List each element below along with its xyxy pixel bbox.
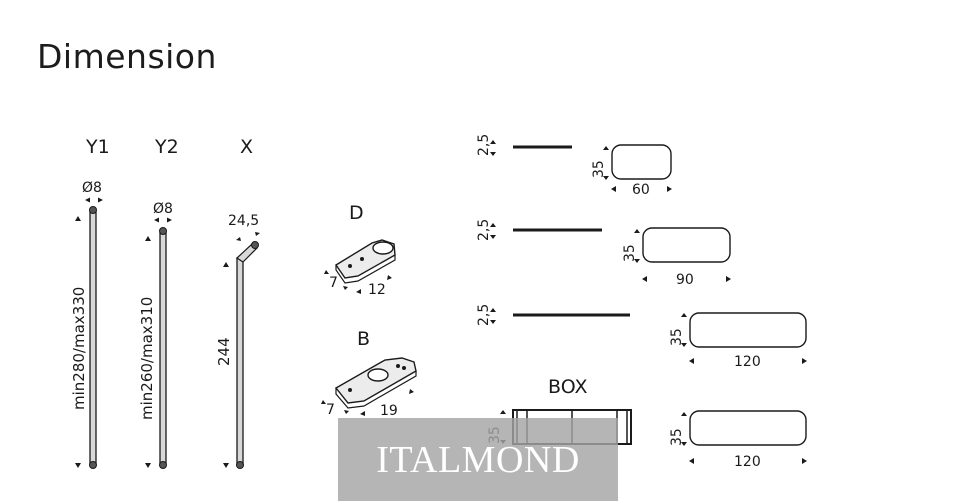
base-b: B 7 19 (321, 328, 417, 419)
pole-x-height: 244 (215, 337, 233, 366)
base-b-screw-hole (348, 388, 352, 392)
pole-y1: Y1 Ø8 min280/max330 (70, 136, 110, 469)
pole-y2-height: min260/max310 (138, 297, 156, 420)
base-d-label: D (349, 202, 364, 224)
shelf-60: 2,5 35 60 (476, 134, 672, 198)
shelf-90: 2,5 35 90 (476, 219, 731, 288)
shelf-3-thickness-arrows (490, 308, 496, 324)
watermark-text: ITALMOND (376, 439, 580, 481)
x-offset-arrows (236, 232, 260, 241)
pole-y1-diameter: Ø8 (82, 180, 102, 196)
base-d: D 7 12 (324, 202, 396, 298)
box-label: BOX (548, 376, 587, 398)
pole-x-top-cap (251, 241, 259, 249)
box-width: 120 (734, 454, 761, 470)
pole-x-label: X (240, 136, 253, 158)
shelf-2-depth-arrows (634, 229, 640, 263)
box-top-view (689, 410, 807, 446)
shelf-1-depth-arrows (603, 146, 609, 180)
shelf-3-depth: 35 (669, 328, 685, 346)
base-b-width: 7 (326, 402, 335, 418)
pole-y2-rod (159, 231, 167, 465)
shelf-2-width: 90 (676, 272, 694, 288)
base-b-plate-edge (335, 371, 417, 409)
box-depth-arrows (681, 412, 687, 446)
watermark-overlay: ITALMOND (338, 418, 618, 501)
base-b-length: 19 (380, 403, 398, 419)
y2-diameter-arrows (154, 217, 172, 223)
pole-x-offset: 24,5 (228, 213, 259, 229)
y1-diameter-arrows (85, 197, 103, 203)
page-title: Dimension (37, 37, 217, 76)
base-b-screw-hole (396, 364, 400, 368)
pole-y2-diameter: Ø8 (153, 201, 173, 217)
pole-y1-top-cap (89, 206, 97, 214)
base-d-socket (372, 241, 394, 255)
shelf-2-depth: 35 (622, 244, 638, 262)
shelf-2-thickness-arrows (490, 223, 496, 239)
base-b-screw-hole (402, 366, 406, 370)
pole-y2-label: Y2 (154, 136, 179, 158)
shelf-3-thickness: 2,5 (476, 304, 492, 326)
pole-y1-rod (89, 210, 97, 465)
pole-x-bottom-cap (236, 461, 244, 469)
shelf-1-thickness-arrows (490, 140, 496, 156)
pole-y2-bottom-cap (159, 461, 167, 469)
shelf-1-thickness: 2,5 (476, 134, 492, 156)
shelf-3-depth-arrows (681, 313, 687, 347)
shelf-1-depth: 35 (591, 160, 607, 178)
shelf-3-top-view (689, 312, 807, 348)
base-b-label: B (357, 328, 370, 350)
base-d-plate-edge (335, 255, 396, 284)
base-b-socket (367, 368, 389, 382)
pole-y1-label: Y1 (85, 136, 110, 158)
shelf-1-width: 60 (632, 182, 650, 198)
pole-y1-bottom-cap (89, 461, 97, 469)
pole-y2: Y2 Ø8 min260/max310 (138, 136, 179, 469)
pole-x-rod (236, 257, 244, 465)
pole-y1-height: min280/max330 (70, 287, 88, 410)
base-d-length: 12 (368, 282, 386, 298)
pole-x: X 24,5 244 (215, 136, 260, 469)
shelf-3-width: 120 (734, 354, 761, 370)
pole-y2-top-cap (159, 227, 167, 235)
box-depth: 35 (669, 428, 685, 446)
shelf-2-top-view (642, 227, 731, 263)
base-d-screw-hole (348, 264, 352, 268)
shelf-2-thickness: 2,5 (476, 219, 492, 241)
base-d-screw-hole (360, 257, 364, 261)
base-d-width: 7 (329, 275, 338, 291)
shelf-120: 2,5 35 120 (476, 304, 807, 370)
shelf-1-top-view (611, 144, 672, 180)
